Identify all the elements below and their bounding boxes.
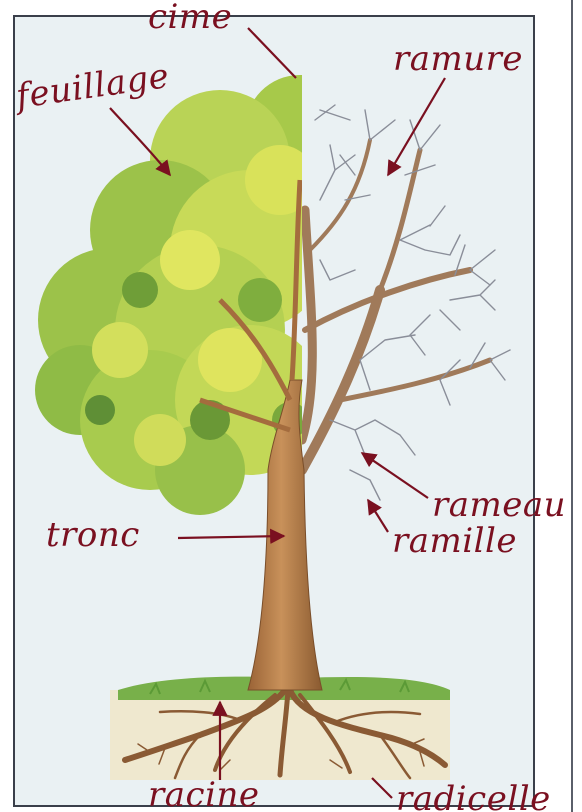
label-ramille: ramille — [392, 521, 517, 561]
label-rameau: rameau — [432, 485, 566, 525]
label-racine: racine — [148, 775, 259, 812]
label-radicelle: radicelle — [396, 779, 551, 812]
label-ramure: ramure — [393, 39, 523, 79]
label-cime: cime — [148, 0, 232, 37]
label-tronc: tronc — [46, 515, 140, 555]
